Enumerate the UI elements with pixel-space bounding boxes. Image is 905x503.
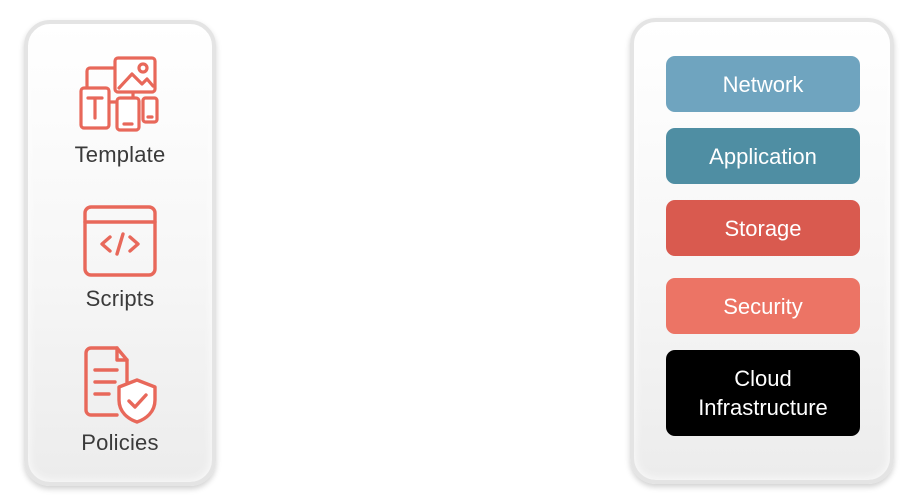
storage-layer: Storage [666, 200, 860, 256]
code-window-icon [83, 205, 157, 277]
policies-item: Policies [28, 342, 212, 456]
scripts-label: Scripts [85, 286, 155, 311]
stack-panel: Network Application Storage Security Clo… [630, 18, 894, 484]
tools-panel: Template Scripts Policies [24, 20, 216, 486]
policies-label: Policies [81, 430, 159, 455]
cloud-infrastructure-layer: Cloud Infrastructure [666, 350, 860, 436]
scripts-item: Scripts [28, 198, 212, 312]
application-layer: Application [666, 128, 860, 184]
network-layer: Network [666, 56, 860, 112]
template-label: Template [74, 142, 166, 167]
security-layer: Security [666, 278, 860, 334]
template-item: Template [28, 54, 212, 168]
template-icon [79, 56, 159, 132]
policy-shield-icon [84, 346, 157, 424]
